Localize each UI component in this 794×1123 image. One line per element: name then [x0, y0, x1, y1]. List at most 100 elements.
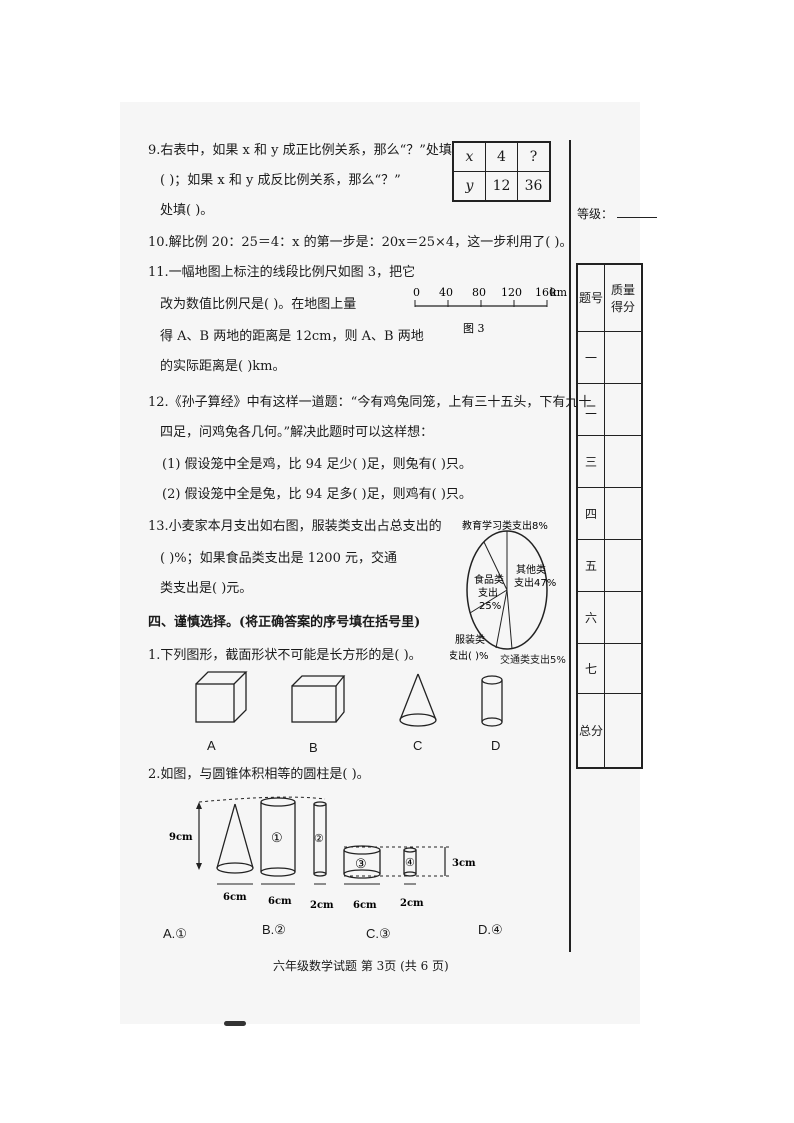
- label-2cm: 2cm: [310, 900, 334, 911]
- scale-bar-figure: 0 40 80 120 160 km 图 3: [413, 286, 568, 335]
- cylinder-4: ④: [403, 847, 417, 877]
- pie-label-education: 教育学习类支出8%: [462, 519, 548, 532]
- label-6cm: 6cm: [223, 892, 247, 903]
- q12-line3: (1) 假设笼中全是鸡，比 94 足少( )足，则兔有( )只。: [162, 457, 472, 472]
- col-header-score-b: 得分: [610, 299, 635, 314]
- cylinder-3: ③: [343, 845, 381, 879]
- q12-line4: (2) 假设笼中全是兔，比 94 足多( )足，则鸡有( )只。: [162, 487, 472, 502]
- score-row: 二: [576, 382, 643, 436]
- label-2cm: 2cm: [400, 898, 424, 909]
- scan-ink-mark: [224, 1021, 246, 1026]
- score-cell[interactable]: [604, 434, 643, 488]
- row-label: 六: [576, 590, 605, 644]
- pie-divider: [506, 589, 513, 650]
- col-header-question: 题号: [576, 263, 605, 332]
- score-row: 五: [576, 538, 643, 592]
- score-cell[interactable]: [604, 330, 643, 384]
- row-label: 七: [576, 642, 605, 694]
- score-cell[interactable]: [604, 692, 643, 769]
- row-label: 二: [576, 382, 605, 436]
- pie-label-food-value: 25%: [479, 601, 501, 612]
- choice1-option-b: B: [309, 740, 318, 755]
- scale-tick-label: 0: [413, 286, 420, 299]
- dashed-top-line: [198, 796, 326, 803]
- pie-divider: [495, 589, 508, 649]
- cylinder-1: ①: [260, 797, 296, 877]
- score-table-header: 题号 质量 得分: [576, 263, 643, 332]
- pie-label-other-value: 支出47%: [514, 576, 556, 589]
- score-row: 六: [576, 590, 643, 644]
- score-row: 三: [576, 434, 643, 488]
- scale-tick-label: 40: [439, 286, 453, 299]
- q11-line3: 得 A、B 两地的距离是 12cm，则 A、B 两地: [160, 329, 424, 344]
- score-table: 题号 质量 得分 一 二 三 四 五 六 七 总分: [576, 263, 643, 769]
- grade-label: 等级：: [577, 207, 614, 221]
- score-row: 一: [576, 330, 643, 384]
- pie-label-clothing: 服装类: [455, 633, 485, 646]
- pie-divider: [483, 541, 508, 591]
- label-3cm: 3cm: [452, 858, 476, 869]
- scale-tick-label: 80: [472, 286, 486, 299]
- col-header-score-a: 质量: [610, 282, 635, 297]
- q9-line1: 9.右表中，如果 x 和 y 成正比例关系，那么“？”处填: [148, 143, 452, 158]
- arrow-head: [196, 863, 202, 870]
- score-cell[interactable]: [604, 642, 643, 694]
- cuboid-shape-b: [291, 675, 346, 723]
- q9-xy-table: x 4 ? y 12 36: [452, 141, 551, 202]
- choice1-option-c: C: [413, 738, 423, 753]
- row-label: 四: [576, 486, 605, 540]
- q11-line1: 11.一幅地图上标注的线段比例尺如图 3，把它: [148, 265, 416, 280]
- row-label: 总分: [576, 692, 605, 769]
- choice1-option-d: D: [491, 738, 501, 753]
- scale-unit-label: km: [550, 286, 568, 299]
- q9-cell: ?: [517, 141, 551, 172]
- score-row: 七: [576, 642, 643, 694]
- row-label: 五: [576, 538, 605, 592]
- choice2-text: 2.如图，与圆锥体积相等的圆柱是( )。: [148, 767, 370, 782]
- q11-line2: 改为数值比例尺是( )。在地图上量: [160, 297, 357, 312]
- circled-1: ①: [271, 831, 283, 846]
- score-row-total: 总分: [576, 692, 643, 769]
- pie-label-transport: 交通类支出5%: [500, 655, 566, 666]
- grade-blank: [616, 217, 657, 218]
- score-cell[interactable]: [604, 538, 643, 592]
- q13-line1: 13.小麦家本月支出如右图，服装类支出占总支出的: [148, 519, 442, 534]
- q9-cell: x: [452, 141, 486, 172]
- row-label: 三: [576, 434, 605, 488]
- q9-cell: 4: [485, 141, 518, 172]
- binding-divider-line: [569, 140, 571, 952]
- choice2-option-d: D.④: [478, 922, 503, 937]
- score-cell[interactable]: [604, 382, 643, 436]
- circled-2: ②: [314, 832, 324, 845]
- q12-line2: 四足，问鸡兔各几何。”解决此题时可以这样想：: [160, 425, 434, 440]
- cylinder-2: ②: [313, 801, 327, 877]
- scale-tick-label: 120: [501, 286, 522, 299]
- grade-field: 等级：: [577, 205, 657, 222]
- cone-figure: [216, 803, 254, 874]
- choice2-option-c: C.③: [366, 926, 391, 941]
- choice1-option-a: A: [207, 738, 216, 753]
- scale-tick-label: 160: [535, 286, 556, 299]
- cone-shape-c: [399, 673, 437, 727]
- score-row: 四: [576, 486, 643, 540]
- choice2-option-a: A.①: [163, 926, 187, 941]
- q9-line2: ( )；如果 x 和 y 成反比例关系，那么“？”: [160, 173, 401, 188]
- solid-shapes-figure: [195, 671, 503, 727]
- cube-shape-a: [195, 671, 248, 723]
- q12-line1: 12.《孙子算经》中有这样一道题：“今有鸡兔同笼，上有三十五头，下有九十: [148, 395, 592, 410]
- score-cell[interactable]: [604, 590, 643, 644]
- row-label: 一: [576, 330, 605, 384]
- cylinder-shape-d: [481, 675, 503, 727]
- choice1-text: 1.下列图形，截面形状不可能是长方形的是( )。: [148, 648, 422, 663]
- q9-table-row-x: x 4 ?: [452, 141, 551, 172]
- cone-cylinder-figure: 9cm ① ② ③ ④ 3cm 6cm 6cm: [169, 796, 476, 911]
- figure-3-label: 图 3: [463, 322, 485, 335]
- q9-line3: 处填( )。: [160, 203, 214, 218]
- q13-line3: 类支出是( )元。: [160, 581, 253, 596]
- score-cell[interactable]: [604, 486, 643, 540]
- label-6cm: 6cm: [353, 900, 377, 911]
- pie-label-other: 其他类: [516, 563, 546, 576]
- label-6cm: 6cm: [268, 896, 292, 907]
- q13-line2: ( )%；如果食品类支出是 1200 元，交通: [160, 551, 397, 566]
- pie-label-food-2: 支出: [478, 586, 498, 599]
